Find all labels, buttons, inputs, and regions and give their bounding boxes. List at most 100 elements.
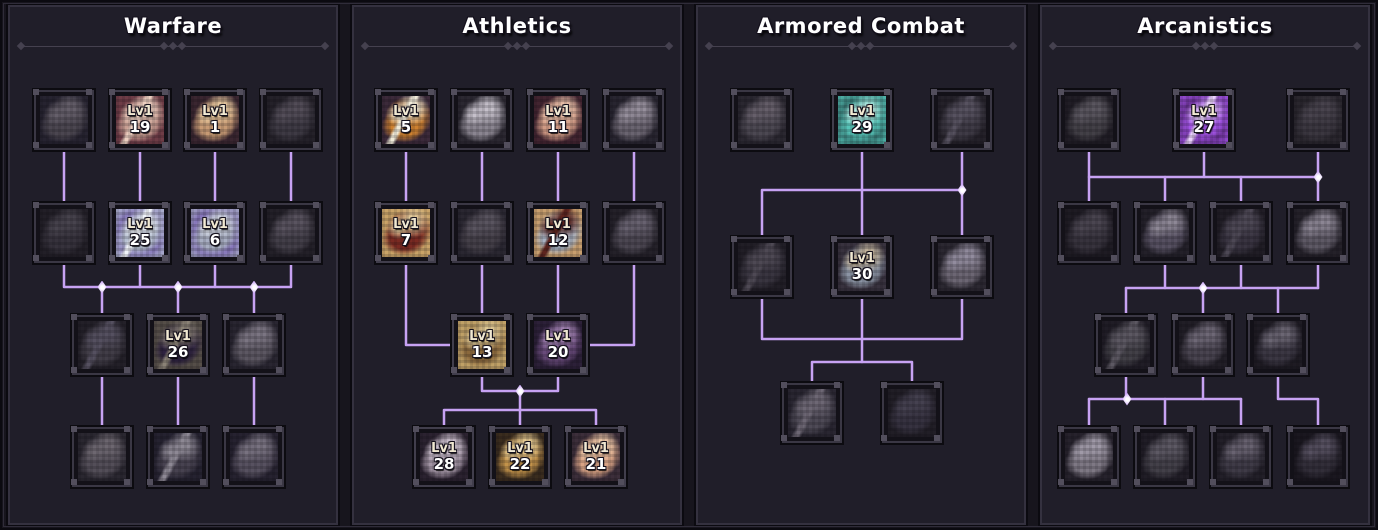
link-node-diamond (173, 280, 183, 294)
skill-art (267, 209, 315, 257)
skill-icon-wind-swirl[interactable] (451, 89, 512, 150)
link-node-diamond (1313, 170, 1323, 184)
skill-icon-arrow-barrage[interactable] (931, 89, 992, 150)
link-node-diamond (1198, 281, 1208, 295)
skill-icon-serpent-swirl[interactable] (1134, 202, 1195, 263)
skill-icon-stone-golem[interactable] (931, 236, 992, 297)
skill-icon-armor-pile[interactable] (731, 89, 792, 150)
skill-level-value: 30 (851, 265, 873, 283)
skill-level-label: Lv1 (393, 104, 419, 119)
skill-icon-wisp[interactable] (1058, 202, 1119, 263)
skill-art (154, 433, 202, 481)
skill-art (40, 96, 88, 144)
skill-icon-rubble[interactable] (71, 426, 132, 487)
skill-icon-stone-body[interactable] (1058, 426, 1119, 487)
skill-icon-charging-warrior[interactable] (33, 89, 94, 150)
skill-icon-rune-clock[interactable] (1134, 426, 1195, 487)
skill-icon-shield-slash[interactable] (147, 426, 208, 487)
skill-icon-summoning-figure[interactable] (1287, 89, 1348, 150)
skill-icon-war-horn[interactable] (881, 382, 942, 443)
skill-art (382, 96, 430, 144)
panel-title: Armored Combat (757, 14, 965, 38)
skill-art (738, 96, 786, 144)
skill-level-label: Lv1 (393, 217, 419, 232)
skill-art (1217, 433, 1265, 481)
skill-icon-standing-figure[interactable] (223, 314, 284, 375)
skill-icon-leaping-figure[interactable] (1058, 89, 1119, 150)
skill-icon-crouched-figure[interactable] (451, 202, 512, 263)
skill-icon-twin-sparks[interactable] (1210, 426, 1271, 487)
skill-art (458, 209, 506, 257)
skill-art (154, 321, 202, 369)
skill-art (1254, 321, 1302, 369)
skill-level-label: Lv1 (202, 217, 228, 232)
skill-art (420, 433, 468, 481)
skill-icon-armored-knight[interactable] (781, 382, 842, 443)
skill-icon-cleaving-axe[interactable] (71, 314, 132, 375)
link-node-diamond (249, 280, 259, 294)
skill-level-label: Lv1 (545, 217, 571, 232)
link-node-diamond (97, 280, 107, 294)
skill-art (1294, 96, 1342, 144)
skill-level-label: Lv1 (849, 104, 875, 119)
skill-icon-wind-slashes[interactable] (1210, 202, 1271, 263)
skill-icon-cracked-orb[interactable] (1247, 314, 1308, 375)
skill-level-value: 22 (509, 455, 531, 473)
skill-icon-gauntlet[interactable] (223, 426, 284, 487)
skill-icon-shield-charge[interactable] (731, 236, 792, 297)
skill-level-label: Lv1 (165, 329, 191, 344)
link-node-diamond (1122, 392, 1132, 406)
skill-icon-skull[interactable] (260, 202, 321, 263)
skill-art (1217, 209, 1265, 257)
skill-icon-starfield[interactable] (1287, 426, 1348, 487)
skill-level-value: 5 (400, 118, 412, 136)
skill-icon-star-circle[interactable] (1172, 314, 1233, 375)
skill-links (404, 148, 636, 429)
skill-level-label: Lv1 (507, 441, 533, 456)
skill-level-value: 26 (167, 343, 189, 361)
skill-icon-grim-face[interactable] (603, 202, 664, 263)
skill-icon-gear-trap[interactable] (33, 202, 94, 263)
skill-icon-rope-knot[interactable] (603, 89, 664, 150)
skill-icon-war-cry[interactable] (260, 89, 321, 150)
skill-art (838, 243, 886, 291)
skill-links (760, 148, 964, 385)
panel-title: Warfare (123, 14, 223, 38)
skill-level-label: Lv1 (545, 104, 571, 119)
skill-art (534, 209, 582, 257)
skill-art (534, 321, 582, 369)
skill-icon-brain[interactable] (1287, 202, 1348, 263)
panel-title: Arcanistics (1137, 14, 1273, 38)
skill-art (938, 243, 986, 291)
skill-art (610, 96, 658, 144)
skill-art (496, 433, 544, 481)
skill-icon-thorn-vine[interactable] (1095, 314, 1156, 375)
